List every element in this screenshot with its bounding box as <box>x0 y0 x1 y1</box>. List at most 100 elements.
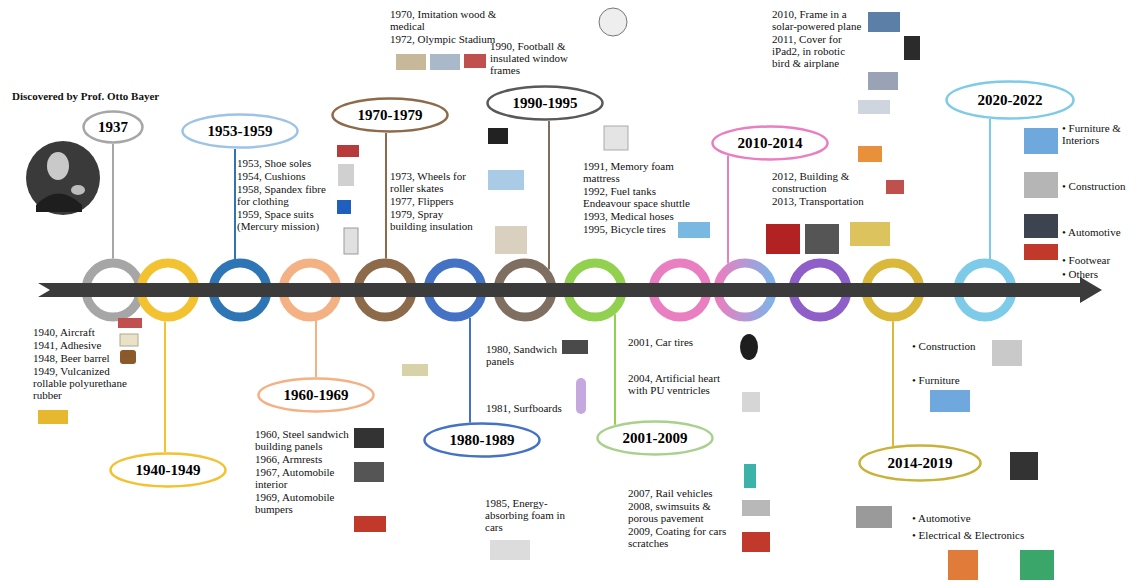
application-entry: 1981, Surfboards <box>486 402 570 414</box>
application-entry: 1960, Steel sandwich building panels <box>255 428 351 452</box>
application-entry: 2009, Coating for cars scratches <box>628 525 736 549</box>
period-text-box: 2010-2014 <box>738 134 803 152</box>
photo-thumbnail <box>38 410 68 424</box>
photo-thumbnail <box>599 8 627 36</box>
photo-thumbnail <box>740 334 758 360</box>
oval-outline <box>333 99 448 132</box>
application-entry: 1992, Fuel tanks Endeavour space shuttle <box>583 185 699 209</box>
period-text-box: 1980-1989 <box>450 431 515 449</box>
photo-thumbnail <box>488 128 508 144</box>
photo-thumbnail <box>604 126 628 150</box>
application-entry: 1954, Cushions <box>237 170 332 182</box>
photo-thumbnail <box>858 100 890 114</box>
application-entry: 1966, Armrests <box>255 453 351 465</box>
photo-thumbnail <box>118 318 142 328</box>
period-label: 1953-1959 <box>208 122 273 140</box>
application-entry: 2001, Car tires <box>628 336 733 348</box>
photo-thumbnail <box>354 428 384 448</box>
photo-thumbnail <box>886 180 904 194</box>
application-entry: 1949, Vulcanized rollable polyurethane r… <box>33 365 133 401</box>
application-entry: • Automotive <box>912 512 1032 524</box>
photo-thumbnail <box>948 550 978 580</box>
application-entry: 1995, Bicycle tires <box>583 223 699 235</box>
application-entry: 2004, Artificial heart with PU ventricle… <box>628 372 733 396</box>
period-oval: 2014-2019 <box>858 444 982 482</box>
leader-line <box>989 119 991 259</box>
application-entry: 1970, Imitation wood & medical <box>390 8 510 32</box>
application-entry: 1990, Football & insulated window frames <box>490 40 596 76</box>
application-entry: 1977, Flippers <box>390 195 482 207</box>
photo-thumbnail <box>490 540 530 560</box>
leader-line <box>385 133 387 259</box>
photo-thumbnail <box>488 170 524 190</box>
leader-line <box>469 318 471 423</box>
oval-outline <box>111 454 226 487</box>
application-entry: 1948, Beer barrel <box>33 352 133 364</box>
period-label: 1940-1949 <box>136 461 201 479</box>
application-entry: • Electrical & Electronics <box>912 529 1082 541</box>
period-label: 1990-1995 <box>513 94 578 112</box>
period-oval: 1937 <box>82 110 144 144</box>
photo-thumbnail <box>858 146 882 162</box>
period-oval: 1970-1979 <box>331 97 449 133</box>
application-entry: 1973, Wheels for roller skates <box>390 170 482 194</box>
timeline-arrow <box>38 277 1102 303</box>
oval-outline <box>259 379 374 412</box>
photo-thumbnail <box>992 340 1022 366</box>
application-entry: • Footwear <box>1062 254 1140 266</box>
application-entry: 1993, Medical hoses <box>583 210 699 222</box>
photo-thumbnail <box>1024 214 1058 238</box>
period-text-box: 2020-2022 <box>978 91 1043 109</box>
oval-outline <box>713 127 828 160</box>
period-text-box: 1960-1969 <box>284 386 349 404</box>
leader-line <box>112 144 114 259</box>
application-entry: • Others <box>1062 268 1140 280</box>
photo-thumbnail <box>856 506 892 528</box>
application-entry: 1985, Energy-absorbing foam in cars <box>485 497 585 533</box>
period-oval: 1940-1949 <box>109 452 227 488</box>
leader-line <box>164 321 166 452</box>
period-text-box: 2001-2009 <box>623 429 688 447</box>
oval-outline <box>860 446 981 481</box>
application-entry: 2013, Transportation <box>772 195 880 207</box>
period-label: 1970-1979 <box>358 106 423 124</box>
photo-thumbnail <box>1020 550 1054 580</box>
application-entry: 1969, Automobile bumpers <box>255 491 351 515</box>
photo-thumbnail <box>576 378 586 414</box>
period-text-box: 1953-1959 <box>208 122 273 140</box>
application-entry: • Automotive <box>1062 226 1140 238</box>
oval-outline <box>425 424 540 457</box>
photo-thumbnail <box>337 145 359 157</box>
photo-thumbnail <box>904 36 920 60</box>
period-oval: 1960-1969 <box>257 377 375 413</box>
leader-line <box>892 322 894 446</box>
period-label: 1980-1989 <box>450 431 515 449</box>
application-entry: 2010, Frame in a solar-powered plane <box>772 8 864 32</box>
application-entry: 1980, Sandwich panels <box>486 343 558 367</box>
photo-thumbnail <box>1010 452 1038 480</box>
oval-outline <box>947 82 1074 119</box>
period-text-box: 1970-1979 <box>358 106 423 124</box>
photo-thumbnail <box>354 516 386 532</box>
photo-thumbnail <box>742 500 770 516</box>
period-label: 2010-2014 <box>738 134 803 152</box>
period-label: 1937 <box>98 118 128 136</box>
oval-outline <box>183 115 298 148</box>
photo-thumbnail <box>766 224 800 254</box>
photo-thumbnail <box>495 226 527 254</box>
application-entry: 1967, Automobile interior <box>255 466 351 490</box>
application-entry: 1940, Aircraft <box>33 326 133 338</box>
oval-outline <box>488 87 603 120</box>
photo-thumbnail <box>402 364 428 376</box>
photo-thumbnail <box>1024 244 1058 260</box>
period-text-box: 1990-1995 <box>513 94 578 112</box>
photo-thumbnail <box>1024 128 1058 154</box>
leader-line <box>614 314 616 425</box>
leader-line <box>315 321 317 377</box>
photo-thumbnail <box>868 72 898 90</box>
period-text-box: 1940-1949 <box>136 461 201 479</box>
period-label: 2001-2009 <box>623 429 688 447</box>
photo-thumbnail <box>344 228 358 254</box>
period-oval: 2001-2009 <box>596 420 714 456</box>
application-entry: 1958, Spandex fibre for clothing <box>237 183 332 207</box>
